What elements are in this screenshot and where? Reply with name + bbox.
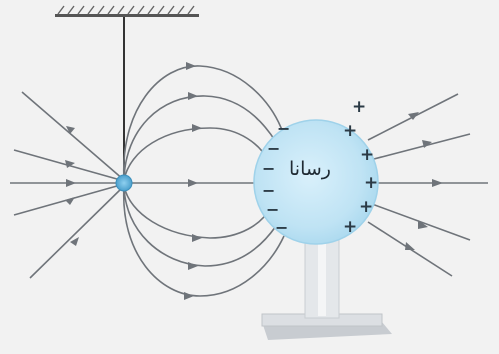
arrow-upper-3 bbox=[192, 124, 202, 132]
insulating-stand bbox=[261, 235, 392, 340]
arrow-left-4 bbox=[70, 237, 79, 246]
arrow-right-3 bbox=[418, 220, 428, 229]
minus-sign: − bbox=[262, 159, 275, 178]
ceiling-support bbox=[55, 5, 199, 17]
conductor-label: رسانا bbox=[289, 158, 331, 180]
arrow-mid-axis bbox=[188, 179, 198, 187]
minus-sign: − bbox=[266, 200, 279, 219]
plus-sign: + bbox=[352, 97, 366, 117]
plus-sign: + bbox=[360, 145, 374, 165]
arrow-right-axis bbox=[432, 179, 443, 187]
arrow-lower-1 bbox=[192, 234, 202, 242]
plus-sign: + bbox=[364, 173, 378, 193]
point-charge bbox=[115, 174, 133, 192]
arrow-lower-3 bbox=[184, 292, 194, 300]
arrow-right-1 bbox=[408, 112, 419, 120]
conductor-sphere bbox=[253, 119, 379, 245]
minus-sign: − bbox=[267, 139, 280, 158]
field-lines bbox=[10, 65, 488, 297]
arrow-left-1 bbox=[66, 126, 75, 134]
field-line-arrows bbox=[65, 62, 443, 300]
minus-sign: − bbox=[277, 119, 290, 138]
arrow-upper-2 bbox=[188, 92, 198, 100]
arrow-left-2 bbox=[65, 160, 75, 168]
arrow-left-3 bbox=[65, 197, 75, 205]
arrow-lower-2 bbox=[188, 262, 198, 270]
plus-sign: + bbox=[343, 217, 357, 237]
positive-charges: + + + + + + bbox=[343, 97, 378, 237]
arrow-right-2 bbox=[422, 140, 432, 148]
arrow-left-axis bbox=[66, 179, 76, 187]
arrow-right-4 bbox=[405, 242, 415, 250]
arrow-upper-1 bbox=[186, 62, 196, 70]
plus-sign: + bbox=[343, 121, 357, 141]
negative-charges: − − − − − − bbox=[262, 119, 290, 237]
minus-sign: − bbox=[262, 181, 275, 200]
plus-sign: + bbox=[359, 197, 373, 217]
minus-sign: − bbox=[275, 218, 288, 237]
